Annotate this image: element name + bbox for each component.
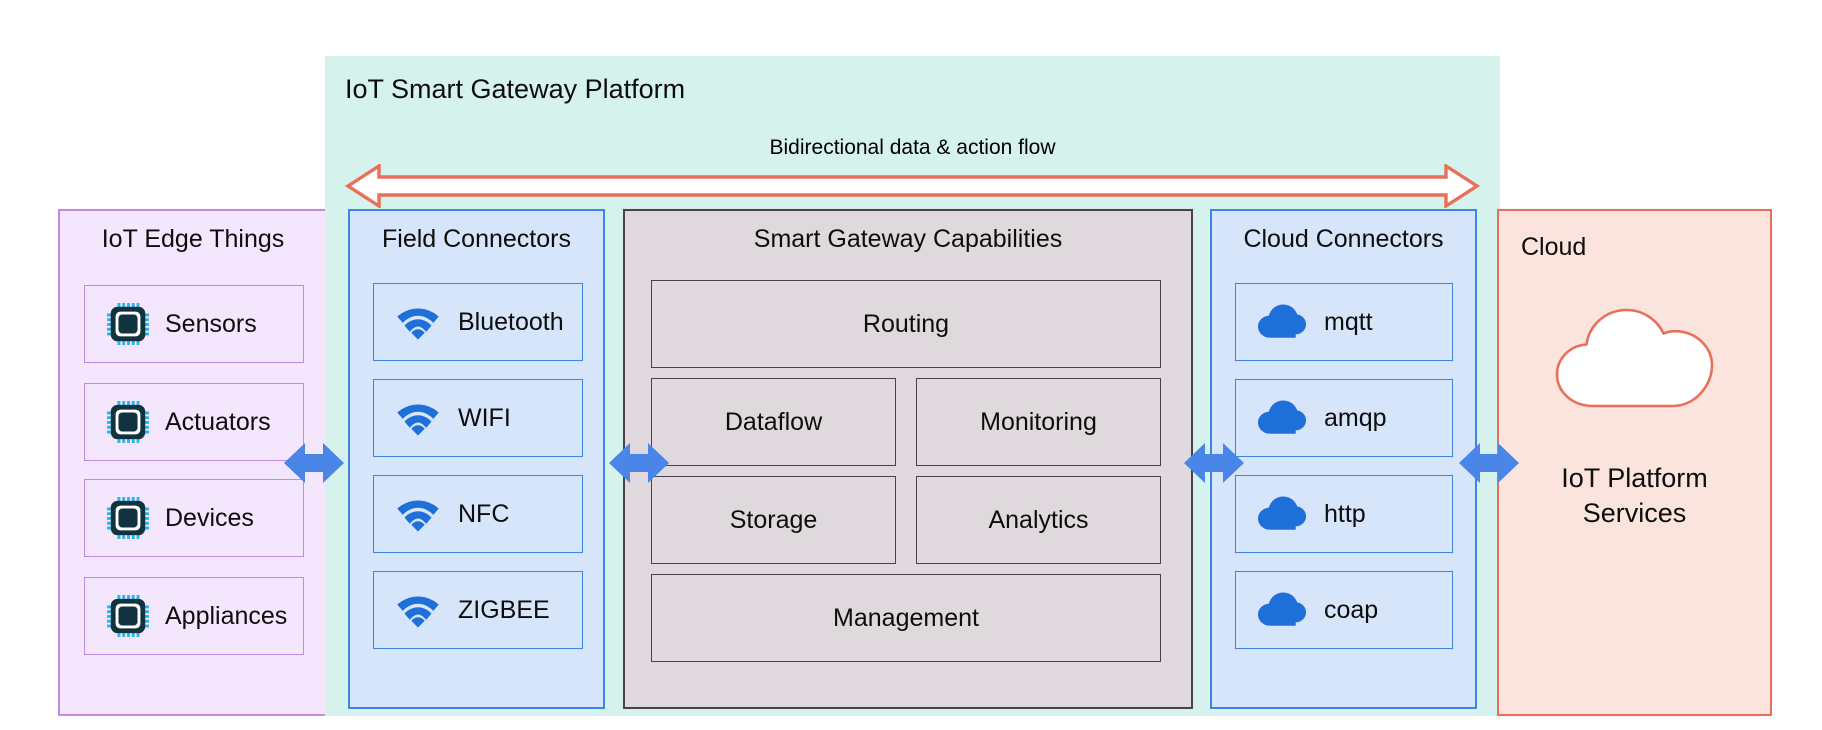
wifi-signal-icon: [396, 592, 440, 628]
capability-analytics[interactable]: Analytics: [916, 476, 1161, 564]
cloud-outline-icon: [1555, 306, 1715, 410]
capability-routing[interactable]: Routing: [651, 280, 1161, 368]
cloud-connector-label: mqtt: [1324, 307, 1373, 336]
wifi-signal-icon: [396, 304, 440, 340]
platform-title: IoT Smart Gateway Platform: [345, 74, 686, 104]
cloud-icon: [1258, 304, 1306, 340]
chip-icon: [107, 497, 149, 539]
edge-item-label: Actuators: [165, 407, 271, 436]
capability-label: Dataflow: [724, 407, 823, 436]
edge-item-sensors[interactable]: Sensors: [84, 285, 304, 363]
cloud-panel: Cloud IoT Platform Services: [1497, 209, 1772, 716]
edge-item-label: Sensors: [165, 309, 257, 338]
capability-dataflow[interactable]: Dataflow: [651, 378, 896, 466]
cloud-services-line1: IoT Platform: [1561, 463, 1708, 493]
cloud-icon: [1258, 496, 1306, 532]
field-connectors-panel: Field Connectors Bluetooth: [348, 209, 605, 709]
cloud-connector-label: amqp: [1324, 403, 1387, 432]
field-connector-label: WIFI: [458, 403, 511, 432]
cloud-connector-http[interactable]: http: [1235, 475, 1453, 553]
capability-label: Storage: [729, 505, 818, 534]
wifi-signal-icon: [396, 400, 440, 436]
cloud-connectors-panel: Cloud Connectors mqtt amqp: [1210, 209, 1477, 709]
capability-storage[interactable]: Storage: [651, 476, 896, 564]
field-connector-bluetooth[interactable]: Bluetooth: [373, 283, 583, 361]
cloud-services-line2: Services: [1582, 497, 1687, 528]
cloud-services-label: IoT Platform Services: [1499, 461, 1770, 530]
iot-smart-gateway-platform: IoT Smart Gateway Platform Bidirectional…: [325, 56, 1500, 716]
cloudconnectors-to-cloud-arrow: [1458, 434, 1520, 492]
cloud-connector-label: coap: [1324, 595, 1379, 624]
cloud-connector-mqtt[interactable]: mqtt: [1235, 283, 1453, 361]
field-connector-zigbee[interactable]: ZIGBEE: [373, 571, 583, 649]
chip-icon: [107, 401, 149, 443]
cloud-icon: [1258, 592, 1306, 628]
smart-gateway-capabilities-panel: Smart Gateway Capabilities Routing Dataf…: [623, 209, 1193, 709]
capability-label: Analytics: [988, 505, 1089, 534]
bidirectional-flow-label: Bidirectional data & action flow: [769, 136, 1056, 159]
gateway-capabilities-heading: Smart Gateway Capabilities: [753, 225, 1063, 253]
field-connector-nfc[interactable]: NFC: [373, 475, 583, 553]
cloud-connectors-heading: Cloud Connectors: [1243, 225, 1444, 253]
field-connectors-heading: Field Connectors: [382, 225, 571, 253]
field-connector-label: ZIGBEE: [458, 595, 550, 624]
cloud-connector-amqp[interactable]: amqp: [1235, 379, 1453, 457]
chip-icon: [107, 303, 149, 345]
capability-label: Routing: [862, 309, 950, 338]
edge-things-panel: IoT Edge Things: [58, 209, 328, 716]
cloud-icon: [1258, 400, 1306, 436]
edge-item-actuators[interactable]: Actuators: [84, 383, 304, 461]
wifi-signal-icon: [396, 496, 440, 532]
edge-things-heading: IoT Edge Things: [101, 225, 285, 253]
field-connector-label: Bluetooth: [458, 307, 564, 336]
edge-item-label: Appliances: [165, 601, 288, 630]
edge-item-label: Devices: [165, 503, 254, 532]
field-connector-wifi[interactable]: WIFI: [373, 379, 583, 457]
capability-management[interactable]: Management: [651, 574, 1161, 662]
capability-label: Monitoring: [980, 407, 1097, 436]
edge-item-appliances[interactable]: Appliances: [84, 577, 304, 655]
cloud-connector-label: http: [1324, 499, 1366, 528]
gateway-to-cloudconnectors-arrow: [1183, 434, 1245, 492]
bidirectional-flow-arrow: [344, 162, 1481, 210]
cloud-heading: Cloud: [1521, 233, 1587, 261]
chip-icon: [107, 595, 149, 637]
edge-to-field-arrow: [283, 434, 345, 492]
capability-monitoring[interactable]: Monitoring: [916, 378, 1161, 466]
field-to-gateway-arrow: [608, 434, 670, 492]
cloud-connector-coap[interactable]: coap: [1235, 571, 1453, 649]
capability-label: Management: [833, 603, 979, 632]
field-connector-label: NFC: [458, 499, 510, 528]
edge-item-devices[interactable]: Devices: [84, 479, 304, 557]
